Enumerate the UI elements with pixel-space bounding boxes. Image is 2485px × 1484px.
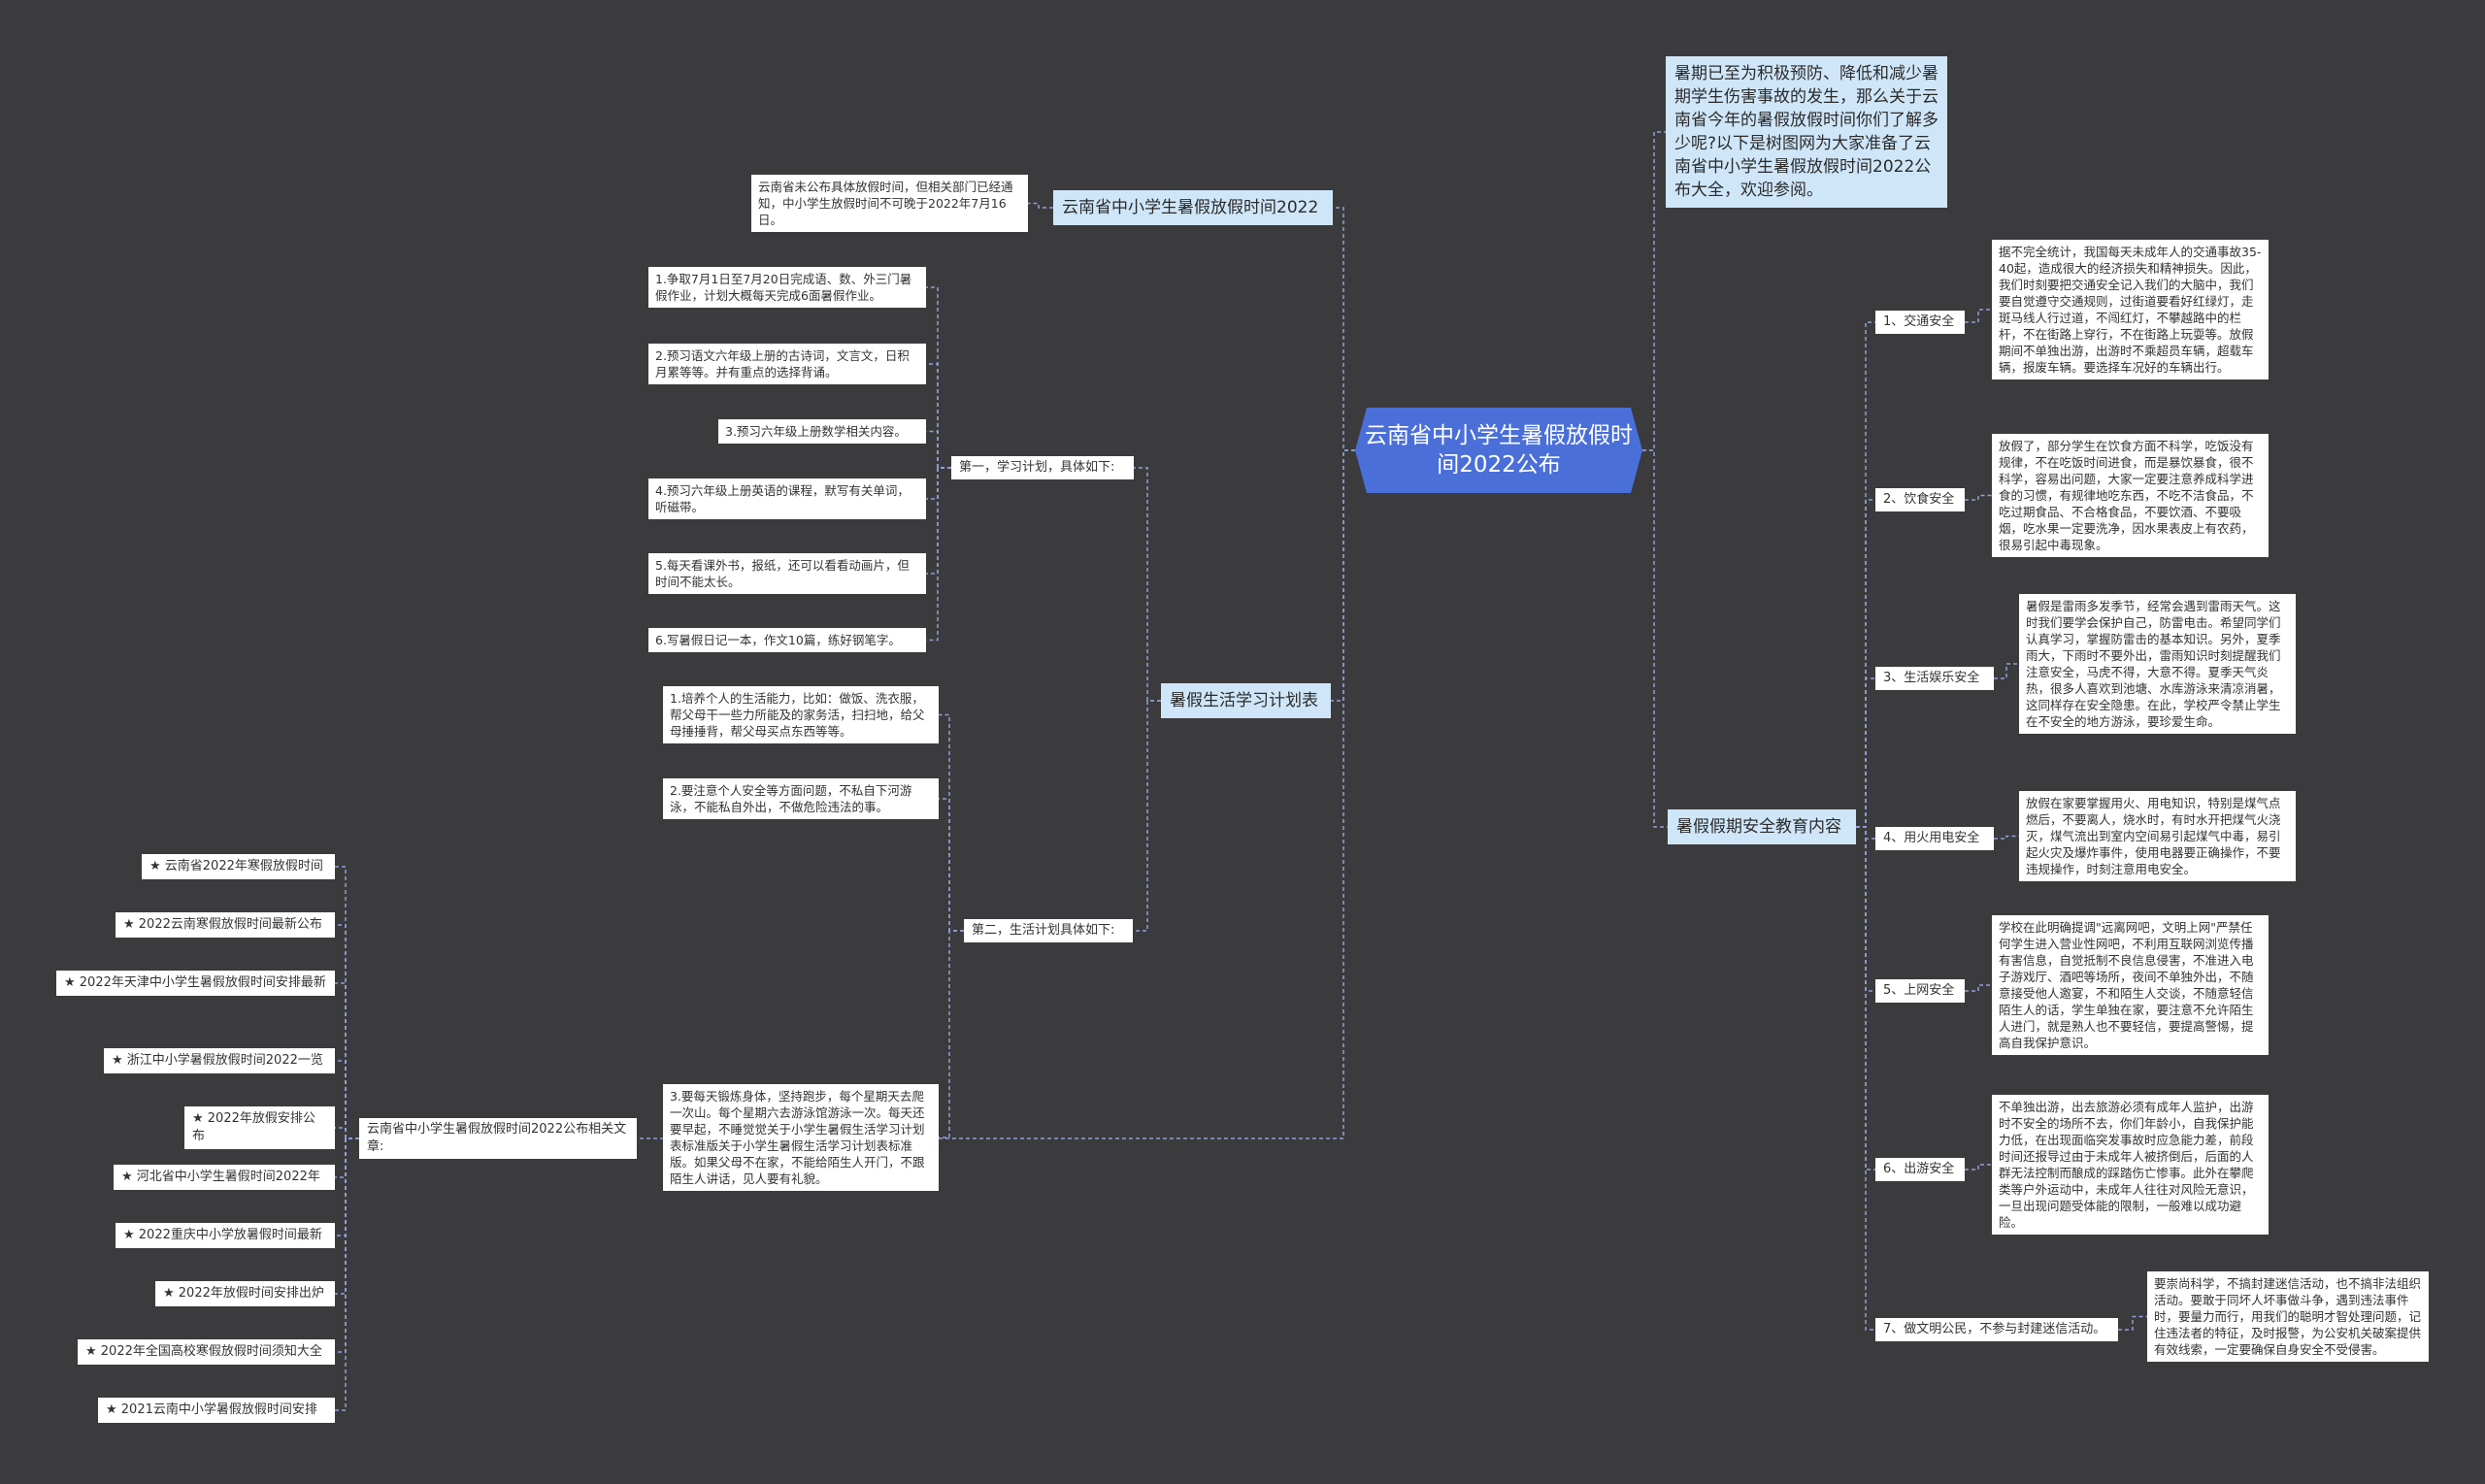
connector-line: [939, 798, 964, 932]
connector-line: [926, 467, 951, 575]
safety-category-detail[interactable]: 要崇尚科学，不搞封建迷信活动，也不搞非法组织活动。要敢于同坏人坏事做斗争，遇到违…: [2147, 1271, 2429, 1362]
connector-line: [335, 1060, 359, 1139]
safety-category-detail[interactable]: 放假了，部分学生在饮食方面不科学，吃饭没有规律，不在吃饭时间进食，而是暴饮暴食，…: [1992, 434, 2269, 557]
related-article-link[interactable]: ★ 2022年放假安排公布: [184, 1106, 335, 1149]
safety-category-detail[interactable]: 学校在此明确提调"远离网吧，文明上网"严禁任何学生进入营业性网吧，不利用互联网浏…: [1992, 915, 2269, 1055]
topic-vacation-time[interactable]: 云南省中小学生暑假放假时间2022: [1053, 190, 1333, 225]
root-topic[interactable]: 云南省中小学生暑假放假时间2022公布: [1355, 408, 1642, 493]
connector-line: [926, 430, 951, 469]
connector-line: [335, 866, 359, 1139]
connector-line: [1965, 984, 1992, 992]
connector-line: [1994, 835, 2019, 840]
connector-line: [335, 924, 359, 1139]
connector-line: [335, 1138, 359, 1178]
connector-line: [926, 363, 951, 469]
connector-line: [1134, 467, 1161, 702]
study-plan-item[interactable]: 5.每天看课外书，报纸，还可以看看动画片，但时间不能太长。: [648, 553, 926, 594]
connector-line: [1642, 449, 1668, 828]
connector-line: [335, 1127, 359, 1139]
study-plan-item[interactable]: 1.争取7月1日至7月20日完成语、数、外三门暑假作业，计划大概每天完成6面暑假…: [648, 267, 926, 308]
life-plan-label[interactable]: 第二，生活计划具体如下:: [964, 919, 1133, 942]
connector-line: [1856, 826, 1875, 1331]
related-articles-label[interactable]: 云南省中小学生暑假放假时间2022公布相关文章:: [359, 1118, 637, 1159]
connector-line: [926, 467, 951, 642]
study-plan-item[interactable]: 6.写暑假日记一本，作文10篇，练好钢笔字。: [648, 628, 926, 652]
connector-line: [335, 1138, 359, 1237]
related-article-link[interactable]: ★ 2022云南寒假放假时间最新公布: [116, 912, 335, 938]
related-article-link[interactable]: ★ 河北省中小学生暑假时间2022年: [114, 1165, 335, 1190]
life-plan-item[interactable]: 1.培养个人的生活能力，比如：做饭、洗衣服，帮父母干一些力所能及的家务活，扫扫地…: [663, 686, 939, 743]
related-article-link[interactable]: ★ 2022年全国高校寒假放假时间须知大全: [78, 1339, 335, 1365]
safety-category-detail[interactable]: 不单独出游，出去旅游必须有成年人监护，出游时不安全的场所不去，你们年龄小，自我保…: [1992, 1095, 2269, 1235]
connector-line: [2118, 1315, 2147, 1331]
connector-line: [1856, 826, 1875, 1171]
connector-line: [1856, 499, 1875, 828]
intro-note[interactable]: 暑期已至为积极预防、降低和减少暑期学生伤害事故的发生，那么关于云南省今年的暑假放…: [1666, 56, 1947, 208]
related-article-link[interactable]: ★ 2022年天津中小学生暑假放假时间安排最新: [56, 971, 335, 996]
connector-line: [637, 449, 1355, 1139]
connector-line: [1856, 677, 1875, 828]
life-plan-item[interactable]: 2.要注意个人安全等方面问题，不私自下河游泳，不能私自外出，不做危险违法的事。: [663, 778, 939, 819]
connector-line: [1333, 207, 1355, 451]
safety-category-detail[interactable]: 放假在家要掌握用火、用电知识，特别是煤气点燃后，不要离人，烧水时，有时水开把煤气…: [2019, 791, 2296, 881]
related-article-link[interactable]: ★ 2021云南中小学暑假放假时间安排: [98, 1398, 335, 1423]
safety-category-label[interactable]: 4、用火用电安全: [1875, 827, 1994, 850]
safety-category-label[interactable]: 6、出游安全: [1875, 1158, 1965, 1181]
study-plan-item[interactable]: 4.预习六年级上册英语的课程，默写有关单词，听磁带。: [648, 478, 926, 519]
connector-line: [1642, 131, 1666, 451]
safety-category-label[interactable]: 1、交通安全: [1875, 311, 1965, 334]
connector-line: [1028, 202, 1053, 209]
safety-category-detail[interactable]: 据不完全统计，我国每天未成年人的交通事故35-40起，造成很大的经济损失和精神损…: [1992, 240, 2269, 379]
connector-line: [939, 713, 964, 932]
safety-category-label[interactable]: 7、做文明公民，不参与封建迷信活动。: [1875, 1318, 2118, 1341]
connector-line: [1965, 1164, 1992, 1171]
connector-line: [1965, 309, 1992, 323]
related-article-link[interactable]: ★ 云南省2022年寒假放假时间: [142, 854, 335, 879]
related-article-link[interactable]: ★ 2022年放假时间安排出炉: [155, 1281, 335, 1306]
connector-line: [926, 467, 951, 500]
life-plan-item[interactable]: 3.要每天锻炼身体，坚持跑步，每个星期天去爬一次山。每个星期六去游泳馆游泳一次。…: [663, 1084, 939, 1191]
study-plan-item[interactable]: 3.预习六年级上册数学相关内容。: [718, 419, 926, 444]
connector-line: [939, 930, 964, 1138]
connector-line: [335, 1138, 359, 1411]
safety-category-label[interactable]: 3、生活娱乐安全: [1875, 667, 1994, 690]
safety-category-label[interactable]: 2、饮食安全: [1875, 488, 1965, 511]
safety-category-label[interactable]: 5、上网安全: [1875, 979, 1965, 1003]
topic-study-plan[interactable]: 暑假生活学习计划表: [1161, 683, 1331, 718]
safety-category-detail[interactable]: 暑假是雷雨多发季节，经常会遇到雷雨天气。这时我们要学会保护自己，防雷电击。希望同…: [2019, 594, 2296, 734]
connector-line: [1994, 663, 2019, 679]
connector-line: [335, 1138, 359, 1353]
connector-line: [926, 286, 951, 469]
connector-line: [1965, 494, 1992, 501]
connector-line: [335, 1138, 359, 1295]
root-topic-label: 云南省中小学生暑假放假时间2022公布: [1365, 423, 1633, 478]
study-plan-label[interactable]: 第一，学习计划，具体如下:: [951, 456, 1134, 479]
related-article-link[interactable]: ★ 浙江中小学暑假放假时间2022一览: [104, 1048, 335, 1073]
vacation-time-detail[interactable]: 云南省未公布具体放假时间，但相关部门已经通知，中小学生放假时间不可晚于2022年…: [751, 175, 1028, 232]
connector-line: [1133, 700, 1161, 932]
related-article-link[interactable]: ★ 2022重庆中小学放暑假时间最新: [116, 1223, 335, 1248]
topic-safety-education[interactable]: 暑假假期安全教育内容: [1668, 809, 1856, 844]
study-plan-item[interactable]: 2.预习语文六年级上册的古诗词，文言文，日积月累等等。并有重点的选择背诵。: [648, 344, 926, 384]
